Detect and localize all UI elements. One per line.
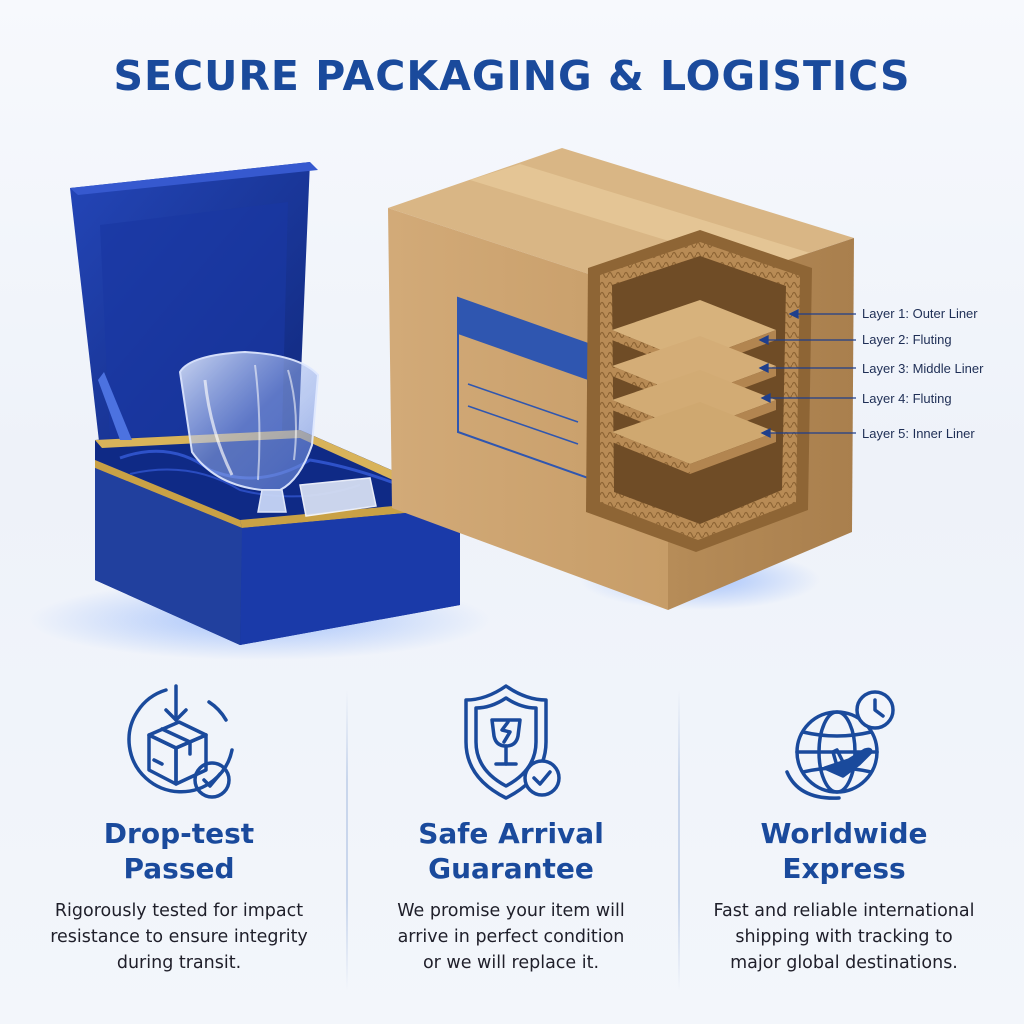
column-divider [678,690,680,990]
package-drop-check-icon [127,684,234,799]
feature-title-line: Safe Arrival [418,817,604,850]
box-front [240,508,460,645]
page-title: SECURE PACKAGING & LOGISTICS [113,52,911,100]
feature-drop-test: Drop-test Passed Rigorously tested for i… [14,680,344,976]
product-illustration [30,148,856,660]
feature-desc-line: shipping with tracking to [735,927,953,947]
gold-trim [95,430,460,508]
feature-title-line: Drop-test [103,817,255,850]
column-divider [346,690,348,990]
feature-desc-line: Rigorously tested for impact [54,901,304,921]
shield-fragile-check-icon [464,684,561,800]
layer-leader-lines [758,308,856,439]
feature-title: Worldwide Express [679,816,1009,886]
feature-desc-line: arrive in perfect condition [397,927,625,947]
feature-title-line: Passed [123,852,235,885]
label-header [458,298,588,380]
feature-safe-arrival: Safe Arrival Guarantee We promise your i… [346,680,676,976]
feature-title: Drop-test Passed [14,816,344,886]
crystal-glass [178,350,377,517]
glass-base [299,477,377,517]
ribbon [98,372,132,440]
layer-label-middle-liner: Layer 3: Middle Liner [862,361,984,376]
layer-label-fluting: Layer 4: Fluting [862,391,952,406]
layer-label-outer-liner: Layer 1: Outer Liner [862,306,978,321]
feature-desc-line: during transit. [116,953,242,973]
feature-title-line: Worldwide [760,817,928,850]
feature-desc-line: resistance to ensure integrity [50,927,308,947]
feature-title-line: Guarantee [428,852,594,885]
box-side [95,468,242,645]
feature-desc-line: major global destinations. [730,953,958,973]
feature-description: We promise your item will arrive in perf… [361,898,661,976]
corrugated-layers [612,300,776,474]
feature-worldwide-express: Worldwide Express Fast and reliable inte… [679,680,1009,976]
feature-description: Fast and reliable international shipping… [694,898,994,976]
feature-description: Rigorously tested for impact resistance … [29,898,329,976]
gold-trim [95,460,242,528]
feature-title-line: Express [782,852,906,885]
layer-label-fluting: Layer 2: Fluting [862,332,952,347]
feature-desc-line: Fast and reliable international [713,901,975,921]
feature-desc-line: We promise your item will [397,901,625,921]
globe-plane-clock-icon [785,690,895,800]
layer-label-inner-liner: Layer 5: Inner Liner [862,426,975,441]
feature-desc-line: or we will replace it. [422,953,600,973]
feature-title: Safe Arrival Guarantee [346,816,676,886]
lid-edge [70,162,318,195]
